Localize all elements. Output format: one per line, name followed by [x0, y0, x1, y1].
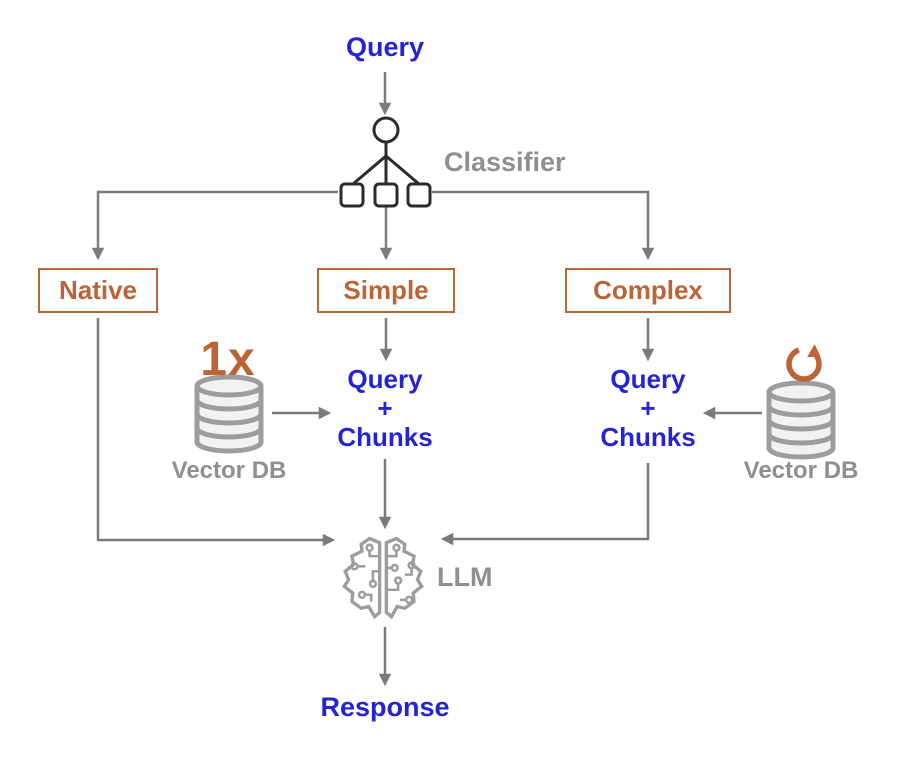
merge-right-chunks: Chunks [600, 422, 696, 452]
llm-label: LLM [437, 562, 493, 592]
branch-complex: Complex [565, 268, 731, 313]
vector-db-right-label: Vector DB [743, 457, 859, 484]
merge-left-query: Query [347, 364, 423, 394]
brain-circuit-icon [342, 536, 424, 620]
merge-right-plus: + [640, 393, 656, 423]
one-shot-badge: 1x [200, 333, 256, 386]
database-icon [194, 374, 264, 454]
branch-simple: Simple [317, 268, 455, 313]
merge-right-query: Query [610, 364, 686, 394]
merge-left-plus: + [377, 393, 393, 423]
branch-native: Native [38, 268, 158, 313]
arrow-classifier-to-complex [432, 190, 655, 261]
decision-tree-icon [339, 116, 432, 208]
merge-left-chunks: Chunks [337, 422, 433, 452]
branch-simple-label: Simple [343, 275, 429, 305]
classifier-label: Classifier [444, 147, 566, 177]
branch-native-label: Native [58, 275, 138, 305]
arrow-rightmerge-to-llm [440, 463, 650, 546]
refresh-loop-icon [786, 344, 822, 382]
arrow-native-to-llm [96, 318, 336, 547]
database-icon [766, 380, 836, 460]
arrow-classifier-to-native [91, 190, 338, 261]
simple-merge-block: Query + Chunks [337, 365, 432, 452]
complex-merge-block: Query + Chunks [600, 365, 695, 452]
response-label: Response [320, 692, 450, 722]
query-label: Query [345, 32, 425, 62]
vector-db-left-label: Vector DB [171, 457, 287, 484]
branch-complex-label: Complex [593, 275, 703, 305]
